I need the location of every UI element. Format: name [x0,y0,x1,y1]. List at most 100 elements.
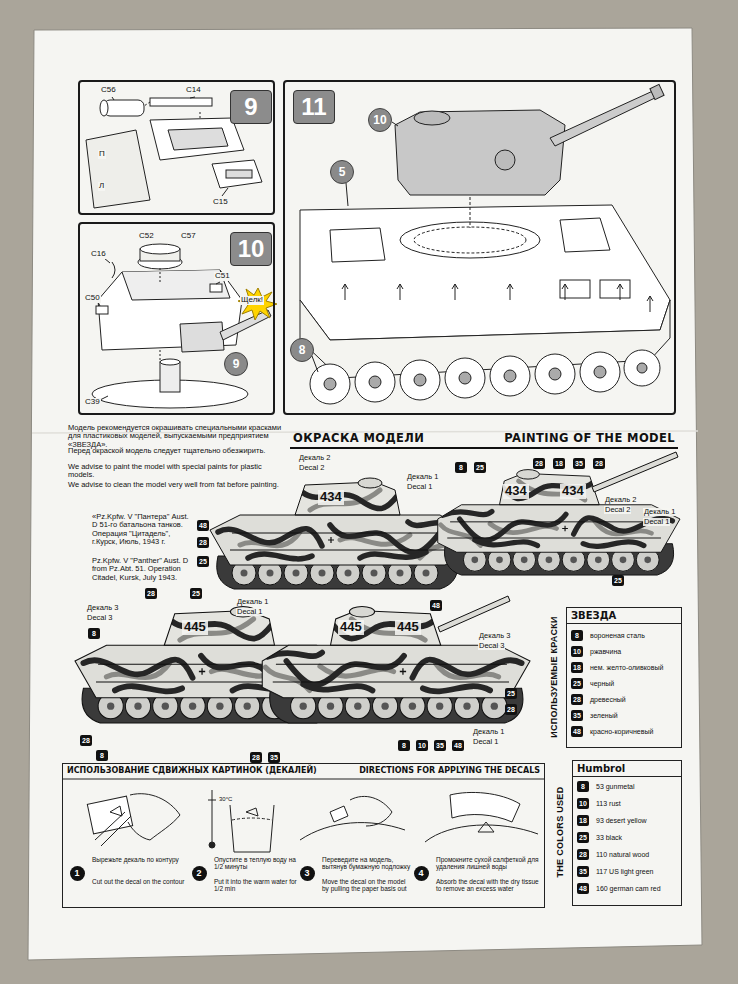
tank-number: 445 [395,620,421,635]
step-caption: Переведите на модель, вытянув бумажную п… [322,856,412,871]
decal-label: Decal 3 [86,614,113,622]
drawing-part [438,470,680,575]
color-callout: 8 [398,740,410,751]
decal-label: Decal 1 [472,738,499,746]
callout-number: 10 [368,108,392,132]
part-number: C51 [214,272,231,281]
color-name: красно-коричневый [590,726,653,737]
drawing-part [95,812,131,846]
part-number: C16 [90,250,107,259]
table-heading: Humbrol [573,761,681,777]
drawing-part [312,356,318,372]
color-name: 117 US light green [596,866,653,877]
part-number: C52 [138,232,155,241]
drawing-part [330,228,385,262]
drawing-part [624,350,660,386]
drawing-part [324,378,336,390]
step-number: 2 [196,869,201,878]
drawing-part [150,98,212,106]
paper-sheet [28,28,702,960]
step-10-drawing [92,244,277,408]
vehicle-caption: «Pz.Kpfw. V "Пантера" Aust. D 51-го бата… [92,513,194,547]
drawing-part [342,284,653,312]
step-number: 11 [293,90,335,124]
drawing-part [262,606,530,723]
step-number-circle: 4 [414,866,429,881]
drawing-part [414,111,450,125]
step-number: 9 [230,90,272,124]
step-number-circle: 2 [192,866,207,881]
drawing-part [150,118,244,160]
drawing-part [550,90,659,146]
decal-label: Decal 1 [406,483,433,491]
tank-number: 434 [503,484,529,499]
color-name: 33 black [596,832,622,843]
color-callout: 25 [612,575,624,586]
color-table-box: ЗВЕЗДА [566,607,682,748]
callout-number: 8 [290,338,314,362]
decal-label: Decal 2 [604,506,631,514]
color-callout: 25 [474,462,486,473]
drawing-part [200,112,201,118]
drawing-part [535,354,575,394]
drawing-part [180,322,224,352]
drawing-part [210,478,465,589]
drawing-part [445,358,485,398]
color-name: 110 natural wood [596,849,649,860]
decal-label: Decal 2 [298,464,325,472]
drawing-part [86,130,150,208]
drawing-part [62,779,545,780]
color-callout: 28 [593,458,605,469]
part-number: C39 [84,398,101,407]
color-callout: 35 [573,458,585,469]
drawing-part [238,288,277,320]
step-caption: Опустите в теплую воду на 1/2 минуты [214,856,298,871]
drawing-part [369,376,381,388]
drawing-part [122,270,230,300]
drawing-part [350,796,392,826]
drawing-part [28,28,702,960]
section-heading: ОКРАСКА МОДЕЛИ [293,431,424,445]
drawing-part [208,800,216,801]
decal-label: Декаль 1 [643,508,676,516]
part-number: C50 [84,294,101,303]
drawing-part [160,362,180,392]
step-number: 1 [74,869,79,878]
decal-label: Decal 1 [236,608,263,616]
color-name: 160 german cam red [596,883,661,894]
color-callout: 25 [190,588,202,599]
section-heading: PAINTING OF THE MODEL [504,431,675,445]
decal-label: Декаль 3 [86,604,119,612]
color-callout: 28 [197,537,209,548]
color-name: 113 rust [596,798,621,809]
color-callout: 48 [430,600,442,611]
tank-number: 434 [318,490,344,505]
step-box: 9 [78,80,275,215]
drawing-part [504,370,516,382]
drawing-part [507,284,513,300]
drawing-part [647,296,653,312]
color-callout: 25 [197,556,209,567]
decal-label: Декаль 2 [604,496,637,504]
drawing-part [478,822,494,832]
color-callout: 28 [533,458,545,469]
drawing-part [330,218,630,298]
color-callout: 28 [145,588,157,599]
drawing-part [397,284,403,300]
tank-number: 445 [338,620,364,635]
step-caption: Промокните сухой салфеткой для удаления … [436,856,540,871]
vertical-heading: THE COLORS USED [556,786,566,877]
drawing-part [490,356,530,396]
color-callout: 28 [505,704,517,715]
note-text: Модель рекомендуется окрашивать специаль… [68,424,290,449]
color-callout: 35 [434,740,446,751]
drawing-part [220,310,271,340]
color-callout: 48 [577,883,589,894]
color-callout: 10 [571,646,583,657]
drawing-part [400,360,440,400]
drawing-part [637,363,647,373]
part-number: Щелк! [240,296,264,305]
